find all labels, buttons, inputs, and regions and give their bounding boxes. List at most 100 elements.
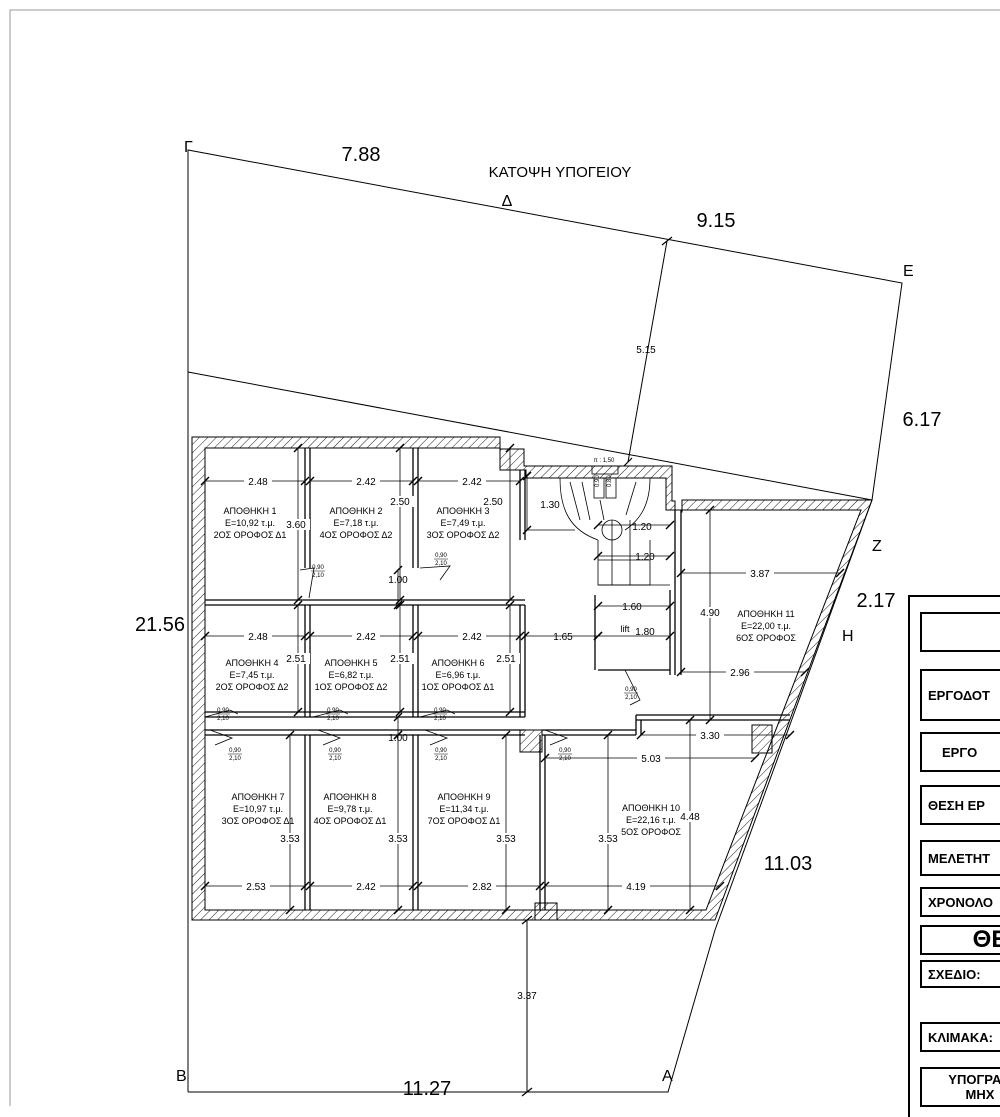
door-tag: 0,90 2,10 [434, 553, 448, 567]
title-block-subject: ΘΕΜ [920, 925, 1000, 955]
dimension-label: 2.42 [462, 477, 482, 488]
door-swings [204, 565, 641, 746]
dimension-label: 2.48 [248, 477, 268, 488]
door-tag-width: 0,90 [435, 553, 447, 559]
point-epsilon: Ε [903, 263, 914, 280]
room-owner: 5ΟΣ ΟΡΟΦΟΣ [621, 827, 681, 837]
dimension: 2.48 [200, 631, 310, 643]
room-owner: 1ΟΣ ΟΡΟΦΟΣ Δ1 [422, 682, 495, 692]
room-label: ΑΠΟΘΗΚΗ 2Ε=7,18 τ.μ.4ΟΣ ΟΡΟΦΟΣ Δ2 [320, 506, 393, 540]
dimension-label: 3.53 [388, 834, 408, 845]
room-name: ΑΠΟΘΗΚΗ 7 [231, 792, 284, 802]
stair-width-1: 0.90 [595, 475, 601, 487]
room-label: ΑΠΟΘΗΚΗ 11Ε=22,00 τ.μ.6ΟΣ ΟΡΟΦΟΣ [736, 609, 796, 643]
dimension: 3.53 [594, 730, 622, 915]
dimension-label: 2.42 [356, 477, 376, 488]
dimension: 2.42 [305, 631, 418, 643]
boundary-dim-bottom: 11.27 [403, 1078, 452, 1100]
room-area: Ε=6,96 τ.μ. [435, 670, 480, 680]
dimension: 2.82 [413, 881, 545, 893]
room-owner: 6ΟΣ ΟΡΟΦΟΣ [736, 633, 796, 643]
title-block-signature-line1: ΥΠΟΓΡΑΦ [948, 1072, 1000, 1087]
room-label: ΑΠΟΘΗΚΗ 10Ε=22,16 τ.μ.5ΟΣ ΟΡΟΦΟΣ [621, 803, 681, 837]
door-tag-width: 0,90 [559, 748, 571, 754]
door-tag-height: 2,10 [327, 716, 339, 722]
dimension [393, 712, 403, 740]
offset-line-upper [627, 240, 668, 463]
dimension: 2.50 [479, 443, 515, 605]
room-name: ΑΠΟΘΗΚΗ 5 [324, 658, 377, 668]
door-tag: 0,90 2,10 [328, 748, 342, 762]
dimension: 3.87 [676, 568, 845, 580]
point-delta: Δ [502, 193, 513, 210]
room-label: ΑΠΟΘΗΚΗ 9Ε=11,34 τ.μ.7ΟΣ ΟΡΟΦΟΣ Δ1 [428, 792, 501, 826]
dimension [593, 601, 675, 611]
room-area: Ε=7,18 τ.μ. [333, 518, 378, 528]
title-block-logo-box [920, 612, 1000, 652]
door-tag: 0,902,10 [433, 708, 447, 722]
room-name: ΑΠΟΘΗΚΗ 11 [737, 609, 794, 619]
title-block-drawing: ΣΧΕΔΙΟ: [920, 960, 1000, 988]
dimension: 3.30 [636, 730, 795, 742]
sheet-border [9, 9, 1000, 1106]
offset-dim-lower: 3.37 [517, 991, 537, 1002]
door-tag-width: 0,90 [329, 748, 341, 754]
room-name: ΑΠΟΘΗΚΗ 1 [223, 506, 276, 516]
door-tag-height: 2,10 [229, 756, 241, 762]
room-area: Ε=6,82 τ.μ. [328, 670, 373, 680]
room-area: Ε=7,45 τ.μ. [229, 670, 274, 680]
dimension [520, 631, 603, 641]
door-tag-width: 0,90 [327, 708, 339, 714]
dimension-label: 2.82 [472, 882, 492, 893]
point-beta: Β [176, 1068, 187, 1085]
room-label: ΑΠΟΘΗΚΗ 7Ε=10,97 τ.μ.3ΟΣ ΟΡΟΦΟΣ Δ1 [222, 792, 295, 826]
stair-dim-130: 1.30 [540, 500, 560, 511]
dimension: 3.53 [384, 730, 412, 915]
door-tags: 0,90 2,10 0,90 2,10 0,90 2,10 0,90 2,10 0,90 2,10… [216, 553, 638, 762]
stair-scale-note: π : 1,50 [594, 458, 615, 464]
dimension-label: 3.30 [700, 731, 720, 742]
dimension: 2.50 [386, 443, 414, 605]
dimension-label: 2.50 [483, 497, 503, 508]
door-tag-height: 2,10 [625, 695, 637, 701]
dimension [593, 551, 675, 561]
column-1 [519, 729, 543, 753]
dimension: 2.42 [413, 476, 525, 488]
boundary-dim-left: 21.56 [135, 614, 185, 636]
dimension-label: 2.53 [246, 882, 266, 893]
door-tag-height: 2,10 [329, 756, 341, 762]
room-name: ΑΠΟΘΗΚΗ 4 [225, 658, 278, 668]
boundary-dim-top-right: 9.15 [697, 210, 736, 232]
room-owner: 2ΟΣ ΟΡΟΦΟΣ Δ1 [214, 530, 287, 540]
door-tag-width: 0,90 [435, 748, 447, 754]
door-tag-height: 2,10 [217, 716, 229, 722]
room-area: Ε=10,97 τ.μ. [233, 804, 283, 814]
dimension-label: 4.19 [626, 882, 646, 893]
room-area: Ε=9,78 τ.μ. [327, 804, 372, 814]
dimension-label: 4.48 [680, 812, 700, 823]
dimension: 2.53 [200, 881, 310, 893]
door-tag-height: 2,10 [435, 561, 447, 567]
door-tag-width: 0,90 [625, 687, 637, 693]
column-2 [534, 902, 558, 921]
dimension-label: 2.50 [390, 497, 410, 508]
dimension: 5.03 [540, 753, 760, 765]
dimension: 2.96 [676, 667, 810, 679]
door-tag: 0,902,10 [216, 708, 230, 722]
room-area: Ε=11,34 τ.μ. [439, 804, 488, 814]
dimension-label: 4.90 [700, 608, 720, 619]
door-tag: 0,902,10 [228, 748, 242, 762]
room-labels: ΑΠΟΘΗΚΗ 1Ε=10,92 τ.μ.2ΟΣ ΟΡΟΦΟΣ Δ1ΑΠΟΘΗΚ… [214, 506, 797, 837]
lift-height: 1.80 [635, 627, 655, 638]
room-area: Ε=7,49 τ.μ. [440, 518, 485, 528]
stair-dim-120a: 1.20 [632, 522, 652, 533]
dimension-label: 2.51 [390, 654, 410, 665]
dimension-label: 2.51 [286, 654, 306, 665]
title-block-signature: ΥΠΟΓΡΑΦ ΜΗΧ [920, 1067, 1000, 1107]
room-label: ΑΠΟΘΗΚΗ 8Ε=9,78 τ.μ.4ΟΣ ΟΡΟΦΟΣ Δ1 [314, 792, 387, 826]
dimension: 3.53 [276, 730, 304, 915]
dimension [593, 520, 675, 530]
room-owner: 2ΟΣ ΟΡΟΦΟΣ Δ2 [216, 682, 289, 692]
building-walls [191, 436, 873, 921]
dimension [593, 631, 675, 641]
